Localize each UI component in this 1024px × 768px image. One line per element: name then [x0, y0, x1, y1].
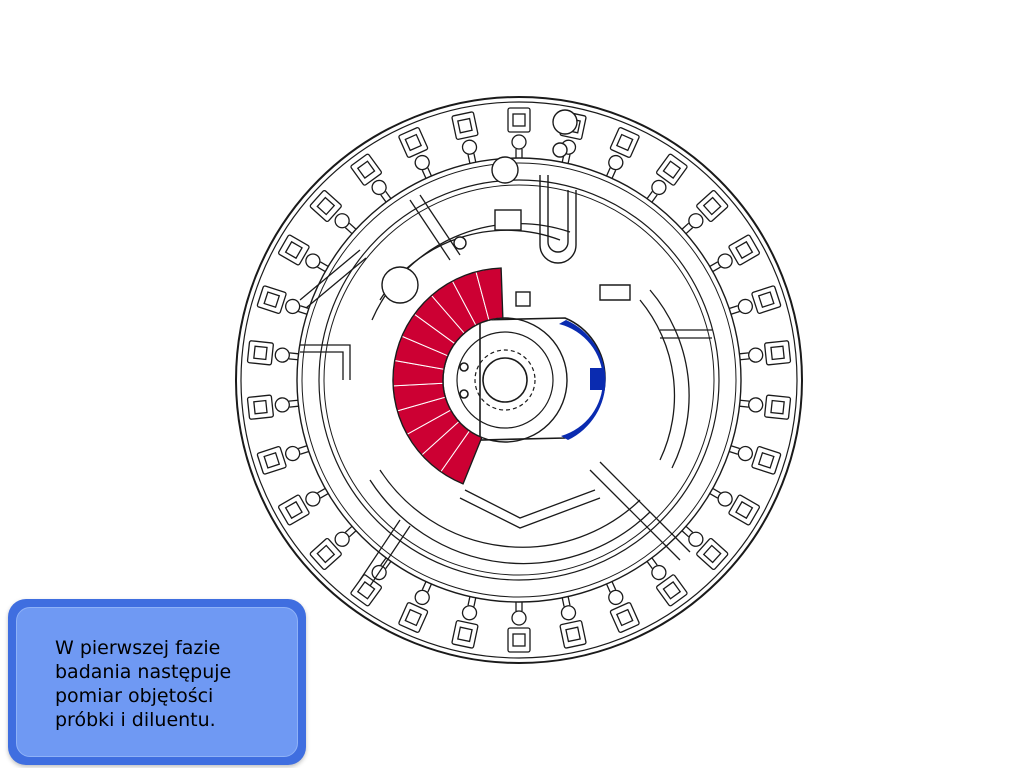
cuvette	[278, 234, 329, 273]
cuvette	[646, 153, 688, 203]
caption-line-1: W pierwszej fazie	[55, 637, 221, 659]
caption-panel: W pierwszej fazie badania następuje pomi…	[16, 607, 298, 757]
cuvette	[559, 596, 587, 649]
caption-line-3: pomiar objętości	[55, 685, 214, 707]
cuvette	[398, 581, 433, 633]
cuvette	[309, 525, 357, 571]
central-hub	[442, 317, 606, 443]
diluent-metering-chamber	[559, 320, 606, 440]
cuvette	[309, 189, 357, 235]
cuvette	[246, 340, 299, 366]
caption-box: W pierwszej fazie badania następuje pomi…	[8, 599, 306, 765]
caption-line-2: badania następuje	[55, 661, 232, 683]
cuvette	[507, 602, 531, 653]
cuvette	[605, 581, 640, 633]
cuvette	[739, 394, 792, 420]
cuvette	[256, 445, 309, 475]
cuvette	[709, 234, 760, 273]
cuvette	[739, 340, 792, 366]
cuvette	[646, 557, 688, 607]
cuvette	[507, 107, 531, 158]
cuvette	[451, 111, 479, 164]
sample-chamber-outline	[392, 267, 504, 485]
cuvette	[451, 596, 479, 649]
caption-text: W pierwszej fazie badania następuje pomi…	[55, 636, 283, 732]
cuvette	[256, 285, 309, 315]
cuvette	[278, 487, 329, 526]
cuvette	[350, 153, 392, 203]
rotor-outer-rim	[235, 96, 803, 664]
inlet-ports	[381, 109, 631, 307]
cuvette	[709, 487, 760, 526]
distribution-channels	[299, 194, 712, 587]
cuvette	[398, 127, 433, 179]
caption-line-4: próbki i diluentu.	[55, 709, 216, 731]
cuvette	[246, 394, 299, 420]
cuvette	[681, 189, 729, 235]
cuvette	[605, 127, 640, 179]
sample-metering-chamber	[392, 267, 504, 485]
cuvette	[681, 525, 729, 571]
cuvette	[729, 445, 782, 475]
cuvette	[729, 285, 782, 315]
